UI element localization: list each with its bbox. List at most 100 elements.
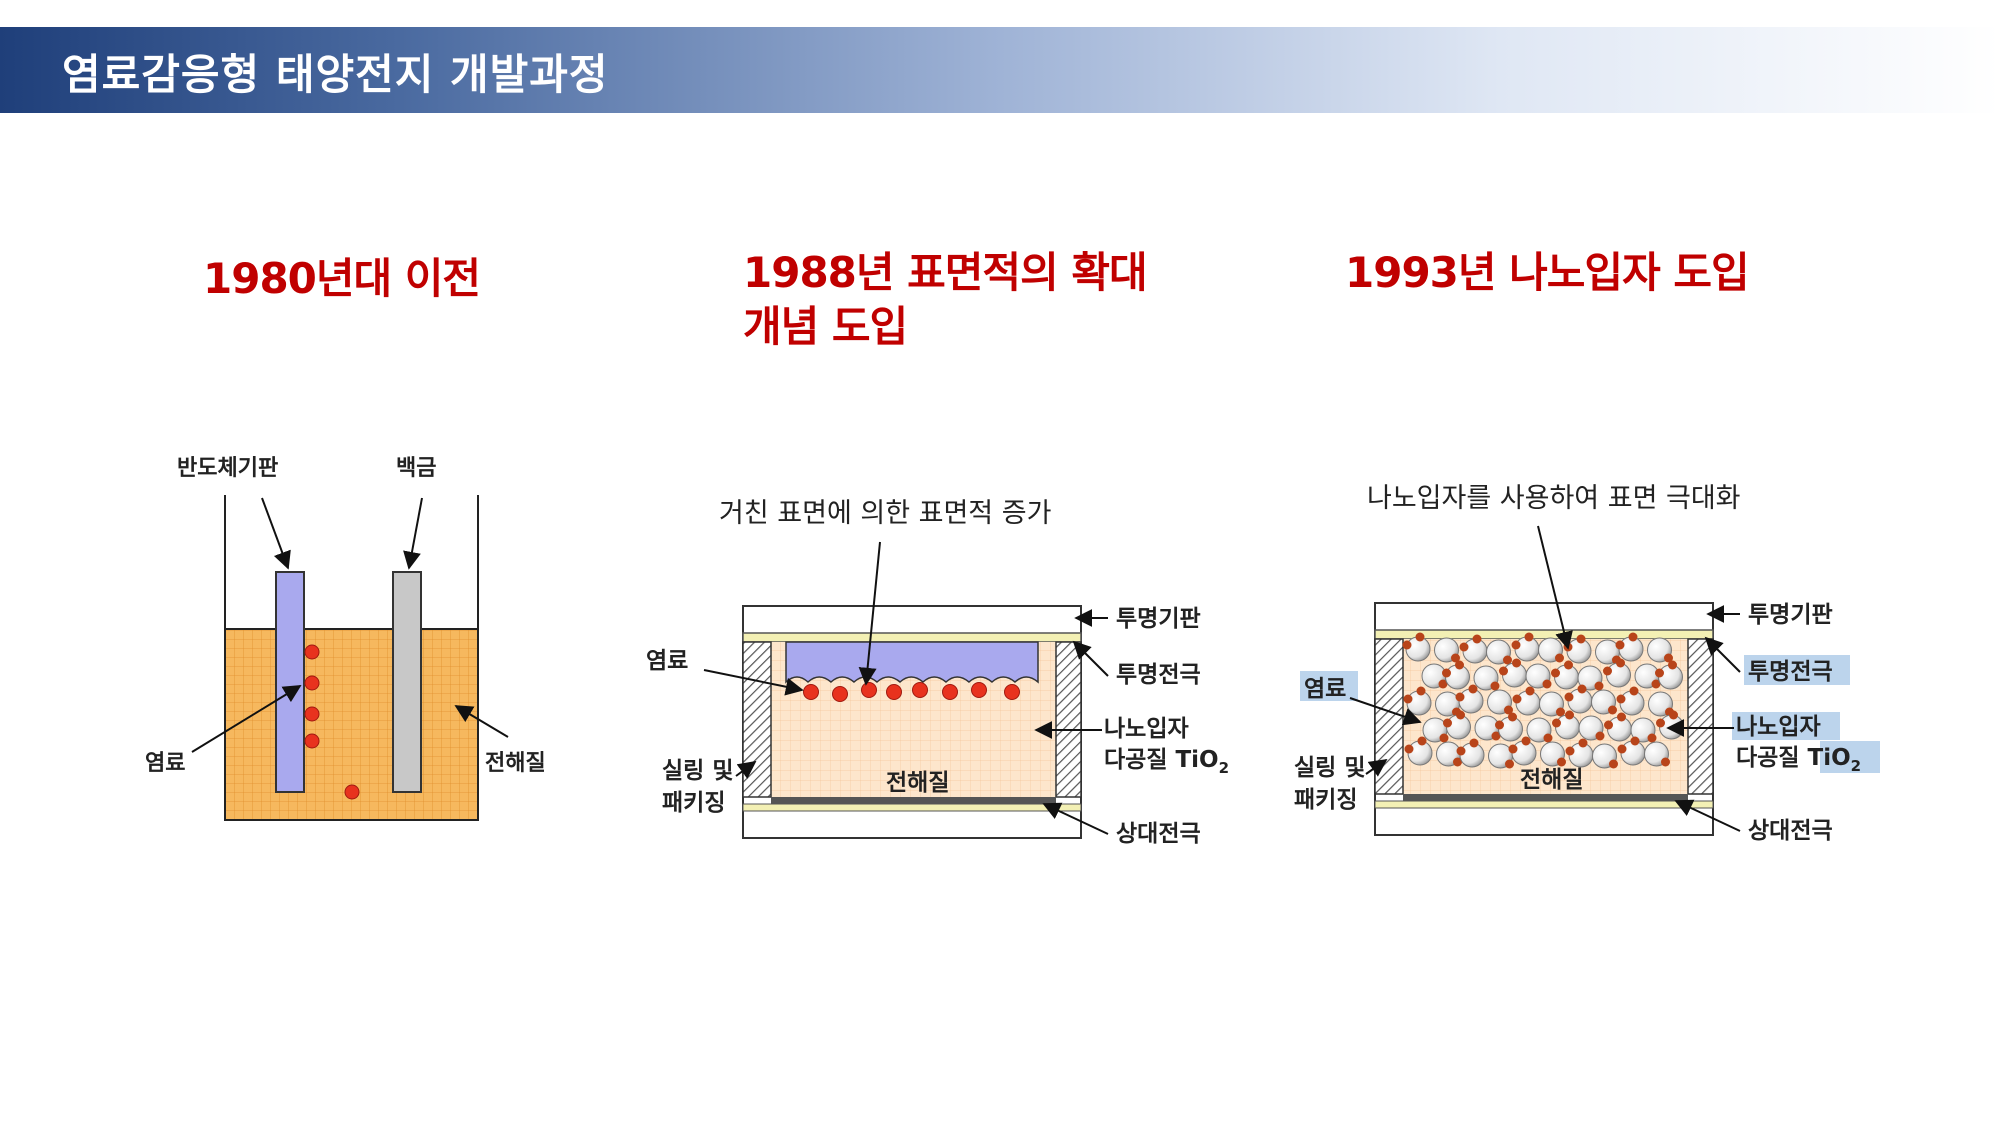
dye-particle <box>304 706 320 722</box>
sealing-right <box>1055 641 1082 798</box>
dye-particle <box>832 686 848 702</box>
counter-electrode-layer <box>771 797 1056 804</box>
dye-particle <box>1442 668 1451 678</box>
heading-1993: 1993년 나노입자 도입 <box>1345 248 1750 297</box>
dye-particle <box>1655 668 1664 678</box>
heading-1988-line1: 1988년 표면적의 확대 <box>743 248 1148 297</box>
arrow <box>1072 640 1109 677</box>
sealing-left <box>1374 638 1404 795</box>
dye-particle <box>1456 710 1465 720</box>
slide-title: 염료감응형 태양전지 개발과정 <box>62 50 609 99</box>
arrow <box>403 497 423 570</box>
dye-particle <box>1455 660 1464 670</box>
transparent-electrode-layer <box>1374 629 1714 640</box>
dye-particle <box>1451 653 1460 663</box>
caption-nanoparticle: 나노입자를 사용하여 표면 극대화 <box>1367 483 1741 514</box>
dye-particle <box>304 644 320 660</box>
dye-particle <box>1512 658 1521 668</box>
dye-particle <box>861 682 877 698</box>
arrow <box>261 497 291 570</box>
dye-particle <box>1443 718 1452 728</box>
dye-particle <box>1555 653 1564 663</box>
dye-particle <box>1603 666 1612 676</box>
dye-particle <box>1472 634 1482 644</box>
dye-particle <box>1617 744 1627 754</box>
dye-particle <box>1453 757 1462 767</box>
electrolyte-area <box>1403 639 1688 794</box>
dye-particle <box>971 682 987 698</box>
label-sealing-1: 실링 및 <box>662 758 734 784</box>
dye-particle <box>1615 640 1625 650</box>
label-dye: 염료 <box>646 648 688 674</box>
dye-particle <box>1508 712 1517 722</box>
dye-particle <box>1456 746 1466 756</box>
dye-particle <box>1459 642 1469 652</box>
dye-particle <box>1629 686 1639 696</box>
label-transparent-electrode: 투명전극 <box>1748 659 1833 685</box>
arrow <box>454 705 509 738</box>
counter-electrode-layer <box>1403 794 1688 801</box>
arrow <box>1704 636 1741 673</box>
diagram-1993: 나노입자를 사용하여 표면 극대화 염료 실링 및 패키징 전해질 투명기판 투… <box>1294 483 1880 844</box>
dye-particle <box>1669 710 1678 720</box>
highlight <box>1300 671 1358 701</box>
diagram-1988: 거친 표면에 의한 표면적 증가 염료 실링 및 패키징 전해질 투명기판 투명… <box>646 498 1229 847</box>
platinum-electrode <box>392 571 422 793</box>
dye-particle <box>803 684 819 700</box>
dye-particle <box>1628 632 1638 642</box>
dye-particle <box>1404 744 1414 754</box>
dye-particle <box>1402 640 1412 650</box>
dye-particle <box>1647 733 1657 743</box>
bottom-electrode-coating <box>742 803 1082 812</box>
dye-particle <box>912 682 928 698</box>
semiconductor-electrode <box>275 571 305 793</box>
title-bar: 염료감응형 태양전지 개발과정 <box>0 27 2000 113</box>
dye-particle <box>1439 733 1449 743</box>
dye-particle <box>1609 759 1618 769</box>
dye-particle <box>1508 744 1518 754</box>
label-dye: 염료 <box>145 751 185 776</box>
dye-particle <box>1661 757 1670 767</box>
arrow <box>1674 799 1741 832</box>
dye-particle <box>1565 746 1575 756</box>
dye-particle <box>1542 679 1552 689</box>
dye-particle <box>1578 738 1588 748</box>
dye-particle <box>1594 681 1604 691</box>
dye-particle <box>1552 718 1561 728</box>
highlight <box>1732 712 1840 740</box>
dye-particle <box>1651 679 1661 689</box>
dye-particle <box>1557 757 1566 767</box>
label-substrate: 반도체기판 <box>177 456 278 481</box>
dye-particle <box>1551 668 1560 678</box>
dye-particle <box>304 733 320 749</box>
label-porous-tio2: 다공질 TiO2 <box>1736 745 1861 775</box>
heading-1988: 1988년 표면적의 확대 개념 도입 <box>743 246 1148 354</box>
dye-particle <box>1469 738 1479 748</box>
dye-particle <box>1504 705 1513 715</box>
label-electrolyte: 전해질 <box>1520 767 1583 793</box>
highlight <box>1744 655 1850 685</box>
dye-particle <box>1512 694 1522 704</box>
dye-particle <box>886 684 902 700</box>
dye-particles <box>304 644 360 800</box>
arrow <box>191 685 302 753</box>
dye-particle <box>1616 658 1625 668</box>
dye-particle <box>1417 736 1427 746</box>
heading-pre-1980: 1980년대 이전 <box>203 254 481 303</box>
arrow <box>703 669 804 696</box>
dye-particle <box>1565 710 1574 720</box>
dye-particle <box>1543 733 1553 743</box>
dye-particle <box>1491 731 1501 741</box>
heading-1988-line2: 개념 도입 <box>743 302 908 351</box>
label-nanoparticle: 나노입자 <box>1736 714 1821 740</box>
label-electrolyte: 전해질 <box>886 770 949 796</box>
arrow <box>1349 697 1422 726</box>
diagram-pre-1980: 반도체기판 백금 염료 전해질 <box>145 456 546 821</box>
label-counter-electrode: 상대전극 <box>1748 818 1833 844</box>
dye-particle <box>304 675 320 691</box>
dye-particle <box>1576 634 1586 644</box>
arrow <box>735 760 757 779</box>
bottom-electrode-coating <box>1374 800 1714 809</box>
dye-particle <box>1630 736 1640 746</box>
